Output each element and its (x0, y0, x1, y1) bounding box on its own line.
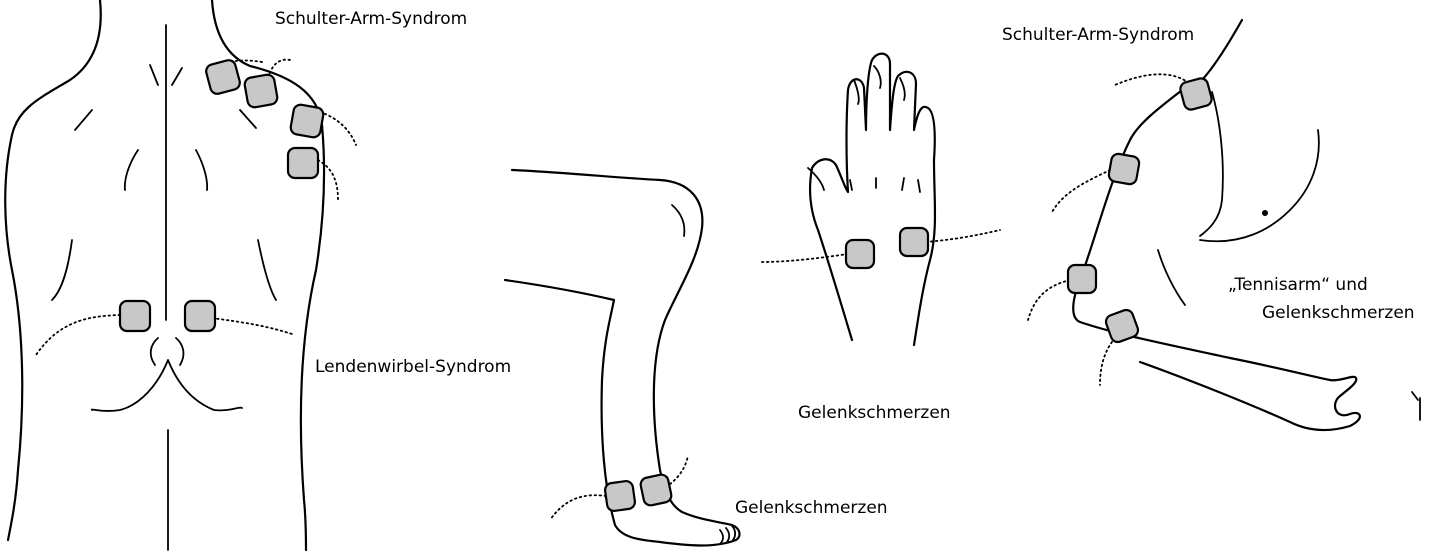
cable (320, 112, 356, 145)
waist-lines (52, 240, 276, 300)
buttocks-outline (92, 360, 242, 411)
electrode-pad (244, 74, 279, 109)
cable (550, 495, 606, 520)
knee-line (672, 205, 684, 236)
cable (1100, 338, 1115, 385)
electrode-pad (288, 148, 318, 178)
cable (318, 160, 338, 200)
electrode-pad (1108, 153, 1140, 185)
nipple (1262, 210, 1268, 216)
electrode-pad (900, 228, 928, 256)
cable (1028, 280, 1070, 320)
cable (760, 254, 848, 262)
label-tennis-line1: „Tennisarm“ und (1228, 275, 1368, 295)
back-left-outline (5, 0, 101, 540)
cable (1052, 170, 1110, 212)
arm-figure: Schulter-Arm-Syndrom „Tennisarm“ und Gel… (1002, 20, 1420, 430)
label-arm-shoulder: Schulter-Arm-Syndrom (1002, 25, 1194, 45)
arm-outline (1073, 80, 1360, 430)
hand-figure: Gelenkschmerzen (760, 54, 1000, 423)
label-back-lumbar: Lendenwirbel-Syndrom (315, 357, 511, 377)
fingertip-lines (1412, 392, 1420, 420)
electrode-pad (290, 104, 325, 139)
electrode-pad (1104, 308, 1140, 344)
electrode-pad (1179, 77, 1213, 111)
label-ankle-joint: Gelenkschmerzen (735, 498, 888, 518)
cable (926, 230, 1000, 242)
label-hand-joint: Gelenkschmerzen (798, 403, 951, 423)
cable (670, 455, 688, 484)
chest-outline (1200, 92, 1319, 241)
electrode-pad (604, 480, 636, 512)
electrode-pad (185, 301, 215, 331)
neck-line (1200, 20, 1242, 82)
cable (36, 315, 120, 355)
elbow-line (1158, 250, 1185, 305)
back-figure: Schulter-Arm-Syndrom Lendenwirbel-Syndro… (5, 0, 511, 550)
cable (212, 318, 295, 335)
electrode-pad (1068, 265, 1096, 293)
leg-figure: Gelenkschmerzen (505, 170, 888, 546)
label-tennis-line2: Gelenkschmerzen (1262, 303, 1415, 323)
electrode-pad (639, 473, 672, 506)
electrode-pad (205, 59, 242, 96)
hand-outline (810, 54, 935, 345)
knuckle-lines (850, 178, 920, 192)
electrode-pad (846, 240, 874, 268)
label-back-shoulder: Schulter-Arm-Syndrom (275, 9, 467, 29)
electrode-pad (120, 301, 150, 331)
fingernails (854, 66, 905, 104)
